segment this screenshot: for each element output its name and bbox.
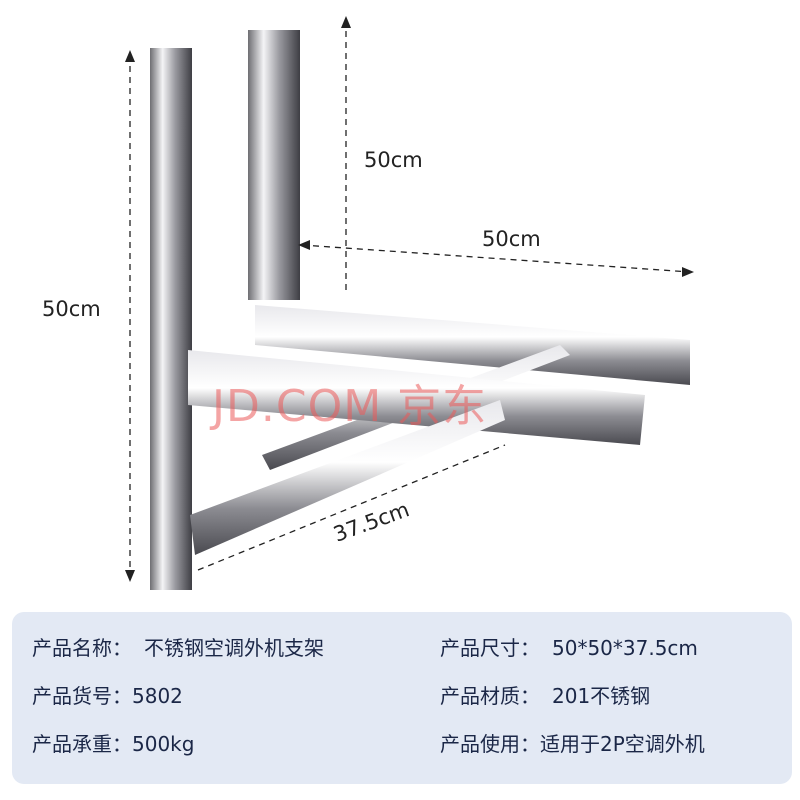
spec-value: 5802 — [132, 684, 183, 708]
spec-label: 产品尺寸： — [440, 636, 540, 660]
spec-value: 适用于2P空调外机 — [540, 732, 705, 756]
back-bracket — [248, 30, 690, 470]
bracket-product-image — [125, 16, 694, 590]
spec-name: 产品名称： 不锈钢空调外机支架 — [32, 632, 324, 661]
left-height-label: 50cm — [42, 297, 101, 321]
spec-value: 不锈钢空调外机支架 — [144, 636, 324, 660]
spec-label: 产品使用： — [440, 732, 540, 756]
front-bracket — [150, 48, 645, 590]
spec-label: 产品承重： — [32, 732, 132, 756]
watermark: JD.COM 京东 — [212, 381, 488, 432]
spec-item-no: 产品货号：5802 — [32, 680, 183, 709]
spec-usage: 产品使用：适用于2P空调外机 — [440, 728, 705, 757]
spec-label: 产品货号： — [32, 684, 132, 708]
spec-label: 产品名称： — [32, 636, 132, 660]
spec-value: 50*50*37.5cm — [552, 636, 698, 660]
spec-label: 产品材质： — [440, 684, 540, 708]
spec-value: 500kg — [132, 732, 195, 756]
dimension-arrows — [125, 16, 694, 582]
spec-material: 产品材质： 201不锈钢 — [440, 680, 650, 709]
back-height-label: 50cm — [364, 148, 423, 172]
arm-length-label: 50cm — [482, 227, 541, 251]
spec-size: 产品尺寸： 50*50*37.5cm — [440, 632, 698, 661]
spec-load: 产品承重：500kg — [32, 728, 194, 757]
dimension-lines — [129, 20, 691, 578]
spec-panel: 产品名称： 不锈钢空调外机支架 产品尺寸： 50*50*37.5cm 产品货号：58… — [12, 612, 792, 784]
spec-value: 201不锈钢 — [552, 684, 651, 708]
